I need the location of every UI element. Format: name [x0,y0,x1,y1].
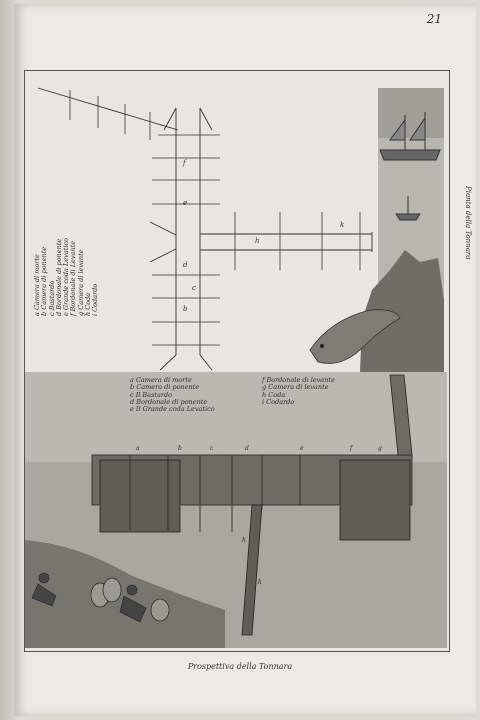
plan-letter-k: k [340,221,345,229]
book-gutter [0,0,18,720]
sea-surface [25,372,447,462]
net-letter-k: k [258,579,262,586]
net-letter-a: a [136,445,140,452]
barrels-icon [90,577,170,622]
plan-letter-e: e [183,199,188,207]
net-letter-b: b [178,445,182,452]
fisherman-left [31,572,57,607]
tuna-fish-icon [309,309,401,364]
plan-legend: a Camera di morte b Camera di ponente c … [33,238,100,316]
plan-letter-h: h [255,237,260,245]
page-number: 21 [426,12,442,26]
shore-rocks [25,540,225,648]
plan-letter-c: c [192,284,196,292]
perspective-legend-left: a Camera di morte b Camera di ponente c … [130,376,215,414]
plan-letter-b: b [183,305,188,313]
net-chambers [91,374,413,636]
small-boat-icon [395,196,421,221]
side-caption: Pianta della Tonnara [464,186,472,260]
plan-letter-f: f [183,159,186,167]
tonnara-plan [37,87,373,371]
fisherman-right [119,584,147,623]
net-letter-f: f [350,445,353,452]
net-letter-e: e [300,445,304,452]
net-letter-h: h [242,537,246,544]
anchor-markers [69,90,361,346]
sailing-ship-icon [379,112,441,161]
sky-band [378,88,444,138]
plan-letter-d: d [183,261,188,269]
net-letter-c: c [210,445,214,452]
bottom-caption: Prospettiva della Tonnara [187,662,293,671]
net-letter-g: g [378,445,382,452]
rocky-shore [360,250,444,372]
net-letter-d: d [245,445,249,452]
perspective-legend-right: f Bordonale di levante g Camera di levan… [262,376,335,406]
